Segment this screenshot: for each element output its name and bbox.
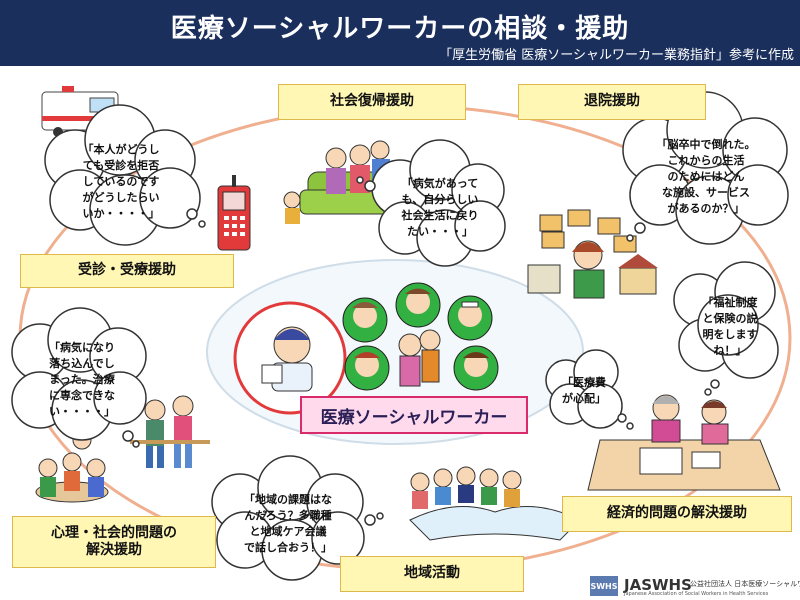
bubble-shape-chiiki bbox=[211, 455, 384, 581]
page-subtitle: 「厚生労働省 医療ソーシャルワーカー業務指針」参考に作成 bbox=[439, 48, 794, 63]
header-bar: 医療ソーシャルワーカーの相談・援助 「厚生労働省 医療ソーシャルワーカー業務指針… bbox=[0, 0, 800, 66]
speech-bubble-shakai: 「病気があって も、自分らしい 社会生活に戻り たい・・・」 bbox=[401, 177, 479, 238]
logo-org-name: 公益社団法人 日本医療ソーシャルワーカー協会 bbox=[690, 580, 800, 588]
team-member-therapist bbox=[344, 345, 390, 391]
speech-bubble-jushin: 「本人がどうし ても受診を拒否 しているのです がどうしたらい いか・・・・」 bbox=[82, 143, 160, 220]
label-jushin-juryo-enjo: 受診・受療援助 bbox=[20, 254, 234, 288]
bubble-shape-shinri bbox=[11, 307, 147, 448]
jaswhs-logo: SWHS JASWHS 公益社団法人 日本医療ソーシャルワーカー協会 Japan… bbox=[590, 576, 800, 598]
label-shakai-fukki-enjo: 社会復帰援助 bbox=[278, 84, 466, 120]
social-worker-figure bbox=[261, 326, 313, 392]
team-member-caregiver bbox=[453, 345, 499, 391]
label-keizai-mondai-enjo: 経済的問題の解決援助 bbox=[562, 496, 792, 532]
mobile-phone-illustration bbox=[217, 175, 251, 251]
family-sofa-illustration bbox=[283, 140, 401, 224]
community-gathering-illustration bbox=[409, 466, 581, 541]
bubble-shape-jushin bbox=[44, 104, 206, 246]
bubble-shape-shakai bbox=[356, 139, 506, 267]
speech-bubble-shinri: 「病気になり 落ち込んでし まった。治療 に専念できな い・・・・」 bbox=[49, 341, 115, 418]
logo-mark: SWHS bbox=[590, 576, 618, 596]
label-shinri-shakai-mondai-enjo: 心理・社会的問題の 解決援助 bbox=[12, 516, 216, 568]
walking-support-illustration bbox=[130, 395, 210, 468]
logo-english-name: Japanese Association of Social Workers i… bbox=[624, 591, 769, 597]
page-title: 医療ソーシャルワーカーの相談・援助 bbox=[170, 14, 630, 44]
family-meeting-illustration bbox=[35, 430, 109, 503]
team-member-nurse bbox=[342, 297, 388, 343]
team-member-doctor bbox=[395, 282, 441, 328]
label-chiiki-katsudo: 地域活動 bbox=[340, 556, 524, 592]
economic-counseling-illustration bbox=[587, 394, 781, 491]
speech-bubble-chiiki: 「地域の課題はな んだろう？多職種 と地域ケア会議 で話し合おう！」 bbox=[244, 493, 332, 554]
speech-bubble-fukushi: 「福祉制度 と保険の説 明をします ね！」 bbox=[702, 296, 758, 357]
speech-bubble-taiin: 「脳卒中で倒れた。 これからの生活 のためにはどん な施設、サービス があるのか… bbox=[656, 138, 756, 215]
discharge-planning-illustration bbox=[527, 209, 658, 299]
patient-and-helper bbox=[398, 329, 441, 387]
speech-bubble-iryohi: 「医療費 が心配」 bbox=[562, 376, 606, 405]
team-member-pharmacist bbox=[447, 295, 493, 341]
bubble-shape-fukushi bbox=[673, 261, 779, 396]
label-taiin-enjo: 退院援助 bbox=[518, 84, 706, 120]
label-iryo-social-worker: 医療ソーシャルワーカー bbox=[300, 396, 528, 434]
logo-main-text: JASWHS bbox=[624, 576, 692, 594]
bubble-shape-iryohi bbox=[545, 349, 634, 430]
